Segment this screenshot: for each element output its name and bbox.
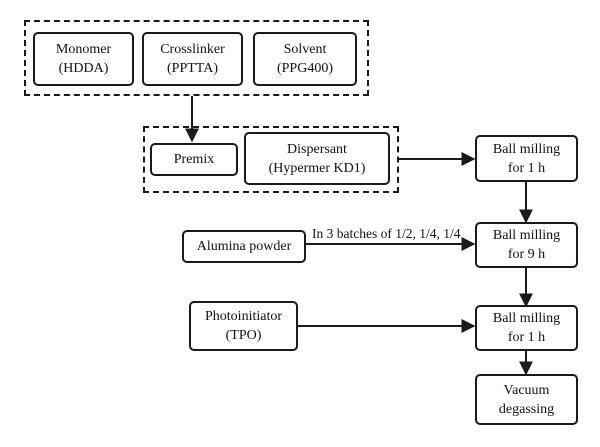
alumina-powder-box: Alumina powder: [182, 230, 306, 263]
vacuum-label: Vacuum: [503, 382, 550, 398]
photoinitiator-label: Photoinitiator: [205, 309, 282, 324]
premix-box: Premix: [150, 143, 238, 176]
monomer-sub: (HDDA): [58, 61, 109, 76]
photoinitiator-box: Photoinitiator (TPO): [189, 301, 298, 351]
ball-milling-3-label: Ball milling: [492, 311, 561, 326]
vacuum-degassing-box: Vacuum degassing: [475, 374, 578, 425]
monomer-box: Monomer (HDDA): [33, 32, 134, 86]
ball-milling-2-label: Ball milling: [492, 228, 561, 243]
ball-milling-1h-box: Ball milling for 1 h: [475, 135, 578, 182]
crosslinker-label: Crosslinker: [160, 42, 225, 57]
group-raw-materials: [24, 20, 369, 96]
solvent-box: Solvent (PPG400): [253, 32, 357, 86]
group-premix-dispersant: [143, 126, 399, 193]
crosslinker-box: Crosslinker (PPTTA): [142, 32, 243, 86]
monomer-label: Monomer: [55, 42, 112, 57]
batches-note: In 3 batches of 1/2, 1/4, 1/4: [312, 226, 461, 241]
ball-milling-1-label: Ball milling: [492, 141, 561, 157]
dispersant-box: Dispersant (Hypermer KD1): [244, 132, 390, 185]
solvent-sub: (PPG400): [276, 61, 333, 76]
premix-label: Premix: [173, 152, 215, 167]
dispersant-sub: (Hypermer KD1): [268, 160, 366, 176]
ball-milling-3-sub: for 1 h: [507, 330, 546, 345]
ball-milling-2-sub: for 9 h: [507, 247, 546, 262]
ball-milling-9h-box: Ball milling for 9 h: [475, 222, 578, 268]
dispersant-label: Dispersant: [287, 141, 347, 157]
ball-milling-1h-second-box: Ball milling for 1 h: [475, 305, 578, 351]
vacuum-sub: degassing: [498, 401, 555, 417]
ball-milling-1-sub: for 1 h: [507, 160, 546, 176]
crosslinker-sub: (PPTTA): [167, 61, 218, 76]
alumina-label: Alumina powder: [196, 239, 292, 254]
photoinitiator-sub: (TPO): [225, 328, 262, 343]
solvent-label: Solvent: [283, 42, 327, 57]
